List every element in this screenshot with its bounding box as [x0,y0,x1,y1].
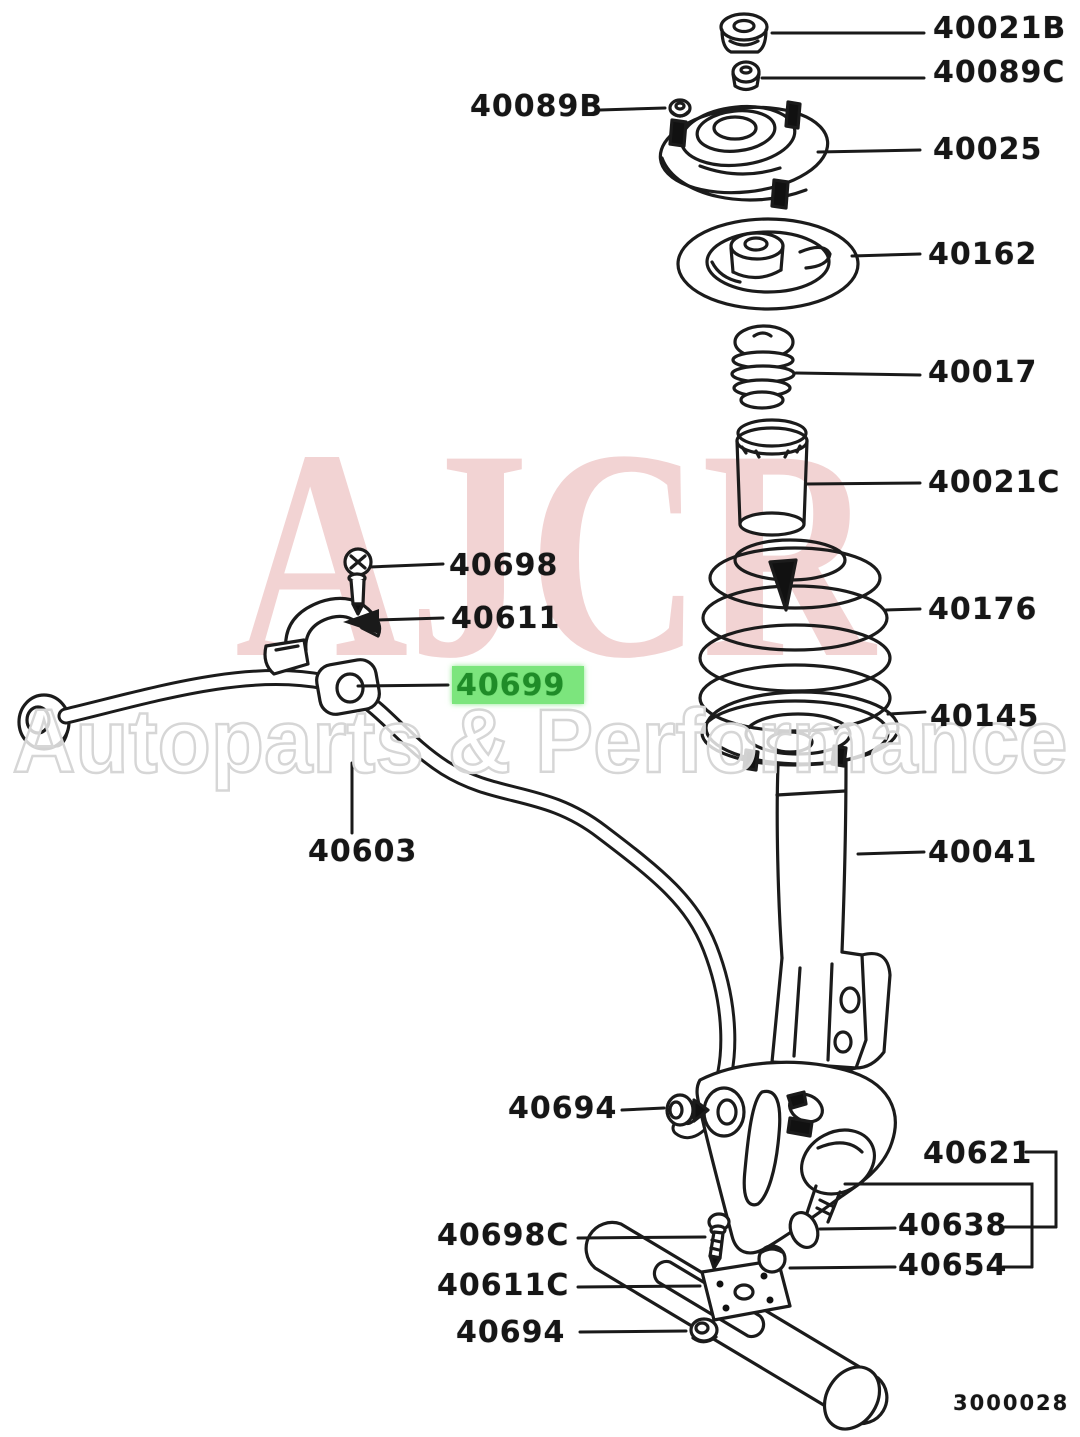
strut-mount-part [658,100,830,210]
part-label-40638: 40638 [898,1208,1008,1243]
part-label-40021C: 40021C [928,465,1061,500]
part-label-40041: 40041 [928,835,1038,870]
part-label-40654: 40654 [898,1248,1008,1283]
highlighted-part-label-40699[interactable]: 40699 [452,666,584,704]
ball-joint-nut-part [757,1244,787,1274]
part-label-40089B: 40089B [470,89,604,124]
part-label-40176: 40176 [928,592,1038,627]
stabilizer-link-part [665,1086,746,1138]
upper-nut-part [731,60,761,92]
stay-bolt-part [707,1212,731,1270]
side-nut-part [668,98,692,118]
part-label-40621: 40621 [923,1136,1033,1171]
leader-arrowhead [343,609,379,634]
stay-bracket-plate-part [700,1258,792,1322]
part-label-40611: 40611 [451,601,561,636]
part-label-40698C: 40698C [437,1218,570,1253]
part-label-40611C: 40611C [437,1268,570,1303]
part-label-40162: 40162 [928,237,1038,272]
stabilizer-bar-part [17,669,737,1140]
coil-spring-part [698,538,892,767]
parts-artwork [17,12,900,1431]
part-label-40694-lower: 40694 [456,1315,566,1350]
stabilizer-bolt-part [343,547,373,616]
part-label-40698: 40698 [449,548,559,583]
lower-control-arm-part [695,1060,897,1255]
dust-cover-part [735,418,809,537]
strut-assembly-part [770,760,892,1075]
part-label-40017: 40017 [928,355,1038,390]
drawing-number: 3000028 [953,1391,1070,1415]
cap-nut-part [719,12,769,54]
part-label-40603: 40603 [308,834,418,869]
part-label-40025: 40025 [933,132,1043,167]
part-label-40694-upper: 40694 [508,1091,618,1126]
stabilizer-bushing-part [315,658,381,716]
lower-arm-stay-part [584,1220,889,1431]
part-label-40089C: 40089C [933,55,1066,90]
lower-spring-seat-part [704,690,900,772]
upper-spring-seat-part [676,217,860,311]
part-label-40021B: 40021B [933,11,1067,46]
ball-joint-washer-part [788,1211,820,1249]
part-label-40699: 40699 [456,667,566,703]
stay-nut-part [689,1317,719,1344]
leader-lines [350,31,1058,1334]
bump-stopper-part [730,324,796,410]
watermark-autoparts: Autoparts & Performance [13,692,1068,792]
part-label-40145: 40145 [930,699,1040,734]
